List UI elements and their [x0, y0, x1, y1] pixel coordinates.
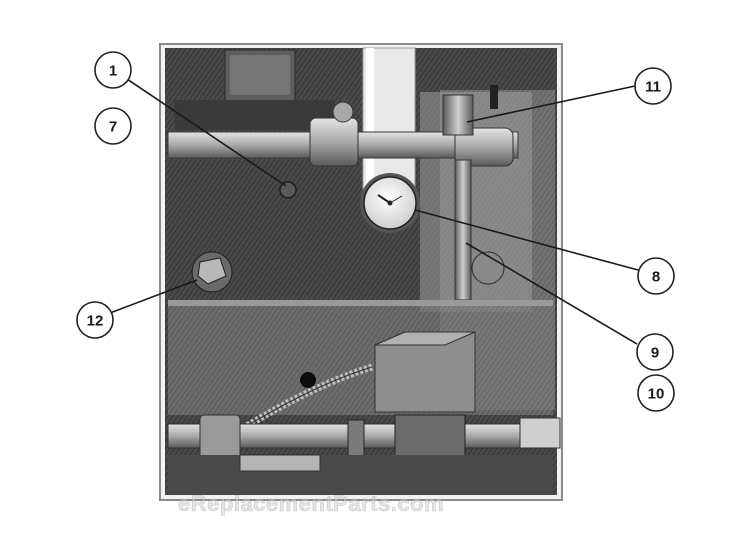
callout-10: 10: [637, 374, 675, 412]
svg-text:11: 11: [645, 79, 661, 96]
svg-text:1: 1: [109, 63, 117, 80]
leader-line-11: [466, 85, 636, 123]
svg-text:8: 8: [652, 269, 660, 286]
svg-text:12: 12: [87, 313, 104, 330]
leader-line-9: [465, 242, 638, 345]
leader-line-8: [414, 209, 639, 271]
callout-7: 7: [94, 107, 132, 145]
boiler-cabinet-photo: [159, 43, 563, 501]
callout-1: 1: [94, 51, 132, 89]
callout-9: 9: [636, 333, 674, 371]
svg-text:9: 9: [651, 345, 659, 362]
svg-text:10: 10: [648, 386, 665, 403]
svg-text:7: 7: [109, 119, 117, 136]
callouts: 1 7 11 8 9 10 12: [76, 51, 675, 412]
callout-11: 11: [634, 67, 672, 105]
pressure-gauge: [360, 173, 420, 233]
callout-leader-lines: [109, 76, 639, 345]
callout-8: 8: [637, 257, 675, 295]
leader-line-1: [123, 76, 287, 187]
leader-line-12: [109, 279, 198, 314]
callout-12: 12: [76, 301, 114, 339]
